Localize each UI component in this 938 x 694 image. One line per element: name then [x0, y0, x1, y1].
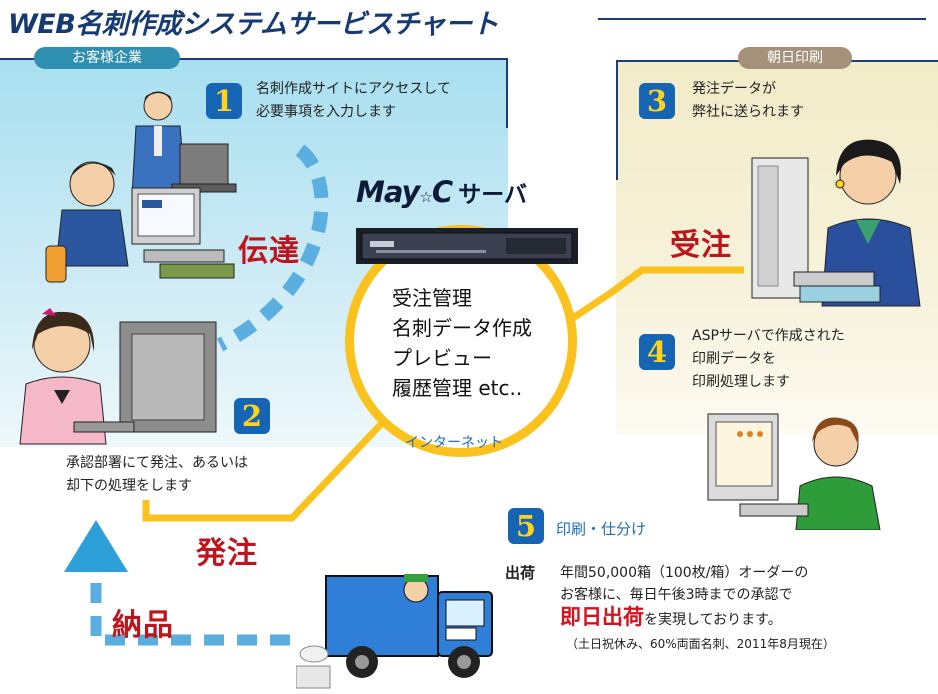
function-item: 名刺データ作成 [392, 316, 532, 340]
logo-star-icon: ☆ [419, 188, 432, 206]
logo-c: C [431, 175, 453, 209]
receive-label: 受注 [670, 228, 732, 263]
shipping-text: 年間50,000箱（100枚/箱）オーダーの お客様に、毎日午後3時までの承認で… [560, 562, 835, 655]
printer-operator-illustration [707, 413, 881, 530]
asahi-label: 朝日印刷 [738, 47, 852, 69]
step-line: 必要事項を入力します [256, 104, 396, 120]
step-line: 名刺作成サイトにアクセスして [256, 81, 451, 97]
step-line: 承認部署にて発注、あるいは [66, 455, 248, 471]
approver-illustration [19, 308, 217, 445]
order-label: 発注 [196, 536, 258, 571]
shipping-label: 出荷 [505, 564, 536, 582]
shipping-line-3-rest: を実現しております。 [644, 612, 782, 628]
client-panel-border [0, 58, 508, 60]
step-line: 却下の処理をします [66, 478, 192, 494]
shipping-line-1: 年間50,000箱（100枚/箱）オーダーの [560, 565, 809, 581]
order-receiver-illustration [751, 139, 921, 307]
step-2-text: 承認部署にて発注、あるいは 却下の処理をします [66, 452, 248, 498]
same-day-emphasis: 即日出荷 [560, 605, 644, 629]
customer-input-illustration [45, 91, 237, 283]
title-underline [598, 18, 926, 20]
logo-may: May [356, 175, 420, 209]
step-line: 印刷処理します [692, 374, 790, 390]
client-label: お客様企業 [34, 47, 180, 69]
step-line: 印刷データを [692, 351, 776, 367]
server-functions: 受注管理 名刺データ作成 プレビュー 履歴管理 etc.. [392, 283, 532, 403]
delivery-dash [90, 570, 290, 646]
order-line [142, 417, 388, 522]
server-unit-icon [356, 228, 578, 264]
step-4-text: ASPサーバで作成された 印刷データを 印刷処理します [692, 325, 845, 394]
step-3-badge: 3 [639, 83, 675, 119]
step-line: 発注データが [692, 81, 776, 97]
step-2-badge: 2 [234, 398, 270, 434]
receive-line [568, 266, 744, 323]
shipping-note: （土日祝休み、60%両面名刺、2011年8月現在） [566, 637, 835, 651]
transmit-dash [216, 144, 329, 352]
client-panel-border-right [506, 58, 508, 128]
internet-label: インターネット [405, 435, 503, 451]
function-item: 受注管理 [392, 286, 472, 310]
function-item: プレビュー [392, 346, 492, 370]
step-5-badge: 5 [508, 508, 544, 544]
step-1-badge: 1 [206, 83, 242, 119]
step-line: ASPサーバで作成された [692, 328, 845, 344]
step-1-text: 名刺作成サイトにアクセスして 必要事項を入力します [256, 78, 451, 124]
shipping-line-2: お客様に、毎日午後3時までの承認で [560, 587, 793, 603]
step-5-heading: 印刷・仕分け [556, 520, 647, 538]
delivery-truck-illustration [296, 574, 493, 689]
transmit-label: 伝達 [238, 234, 300, 269]
step-line: 弊社に送られます [692, 104, 804, 120]
shipping-line-3: 即日出荷を実現しております。 [560, 606, 835, 631]
asahi-panel-border-left [616, 60, 618, 180]
page-title: WEB名刺作成システムサービスチャート [8, 9, 499, 40]
function-item: 履歴管理 etc.. [392, 376, 523, 400]
delivery-arrow-icon [64, 520, 128, 572]
step-3-text: 発注データが 弊社に送られます [692, 78, 804, 124]
logo-server-text: サーバ [458, 182, 527, 208]
step-4-badge: 4 [639, 334, 675, 370]
deliver-label: 納品 [112, 608, 174, 643]
